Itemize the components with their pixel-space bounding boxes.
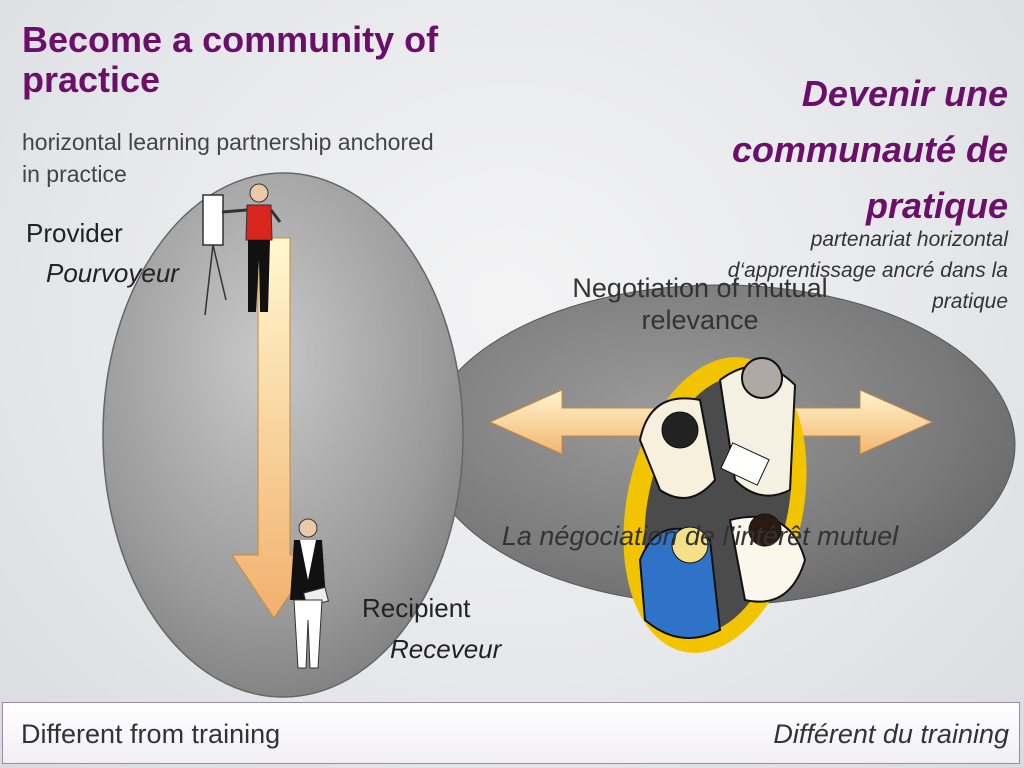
presenter-figure-icon: [221, 183, 282, 312]
title-en: Become a community of practice: [22, 19, 439, 100]
provider-label-en: Provider: [26, 218, 123, 248]
recipient-label-fr: Receveur: [390, 634, 502, 664]
subtitle-en: horizontal learning partnership anchored…: [22, 129, 434, 187]
footer-right-text: Différent du training: [773, 719, 1009, 749]
recipient-label-en: Recipient: [362, 593, 471, 623]
subtitle-fr: partenariat horizontal d‘apprentissage a…: [727, 228, 1008, 313]
flipchart-icon: [202, 194, 227, 316]
meeting-group-icon: [623, 357, 807, 653]
title-fr: Devenir une communauté de pratique: [731, 73, 1008, 226]
footer-bar: Different from training Différent du tra…: [2, 702, 1020, 764]
footer-left-text: Different from training: [21, 719, 281, 749]
negotiation-label-fr: La négociation de l’intérêt mutuel: [501, 521, 899, 551]
provider-label-fr: Pourvoyeur: [46, 258, 179, 288]
negotiation-label-en: Negotiation of mutual relevance: [572, 273, 828, 335]
recipient-figure-icon: [290, 518, 330, 669]
